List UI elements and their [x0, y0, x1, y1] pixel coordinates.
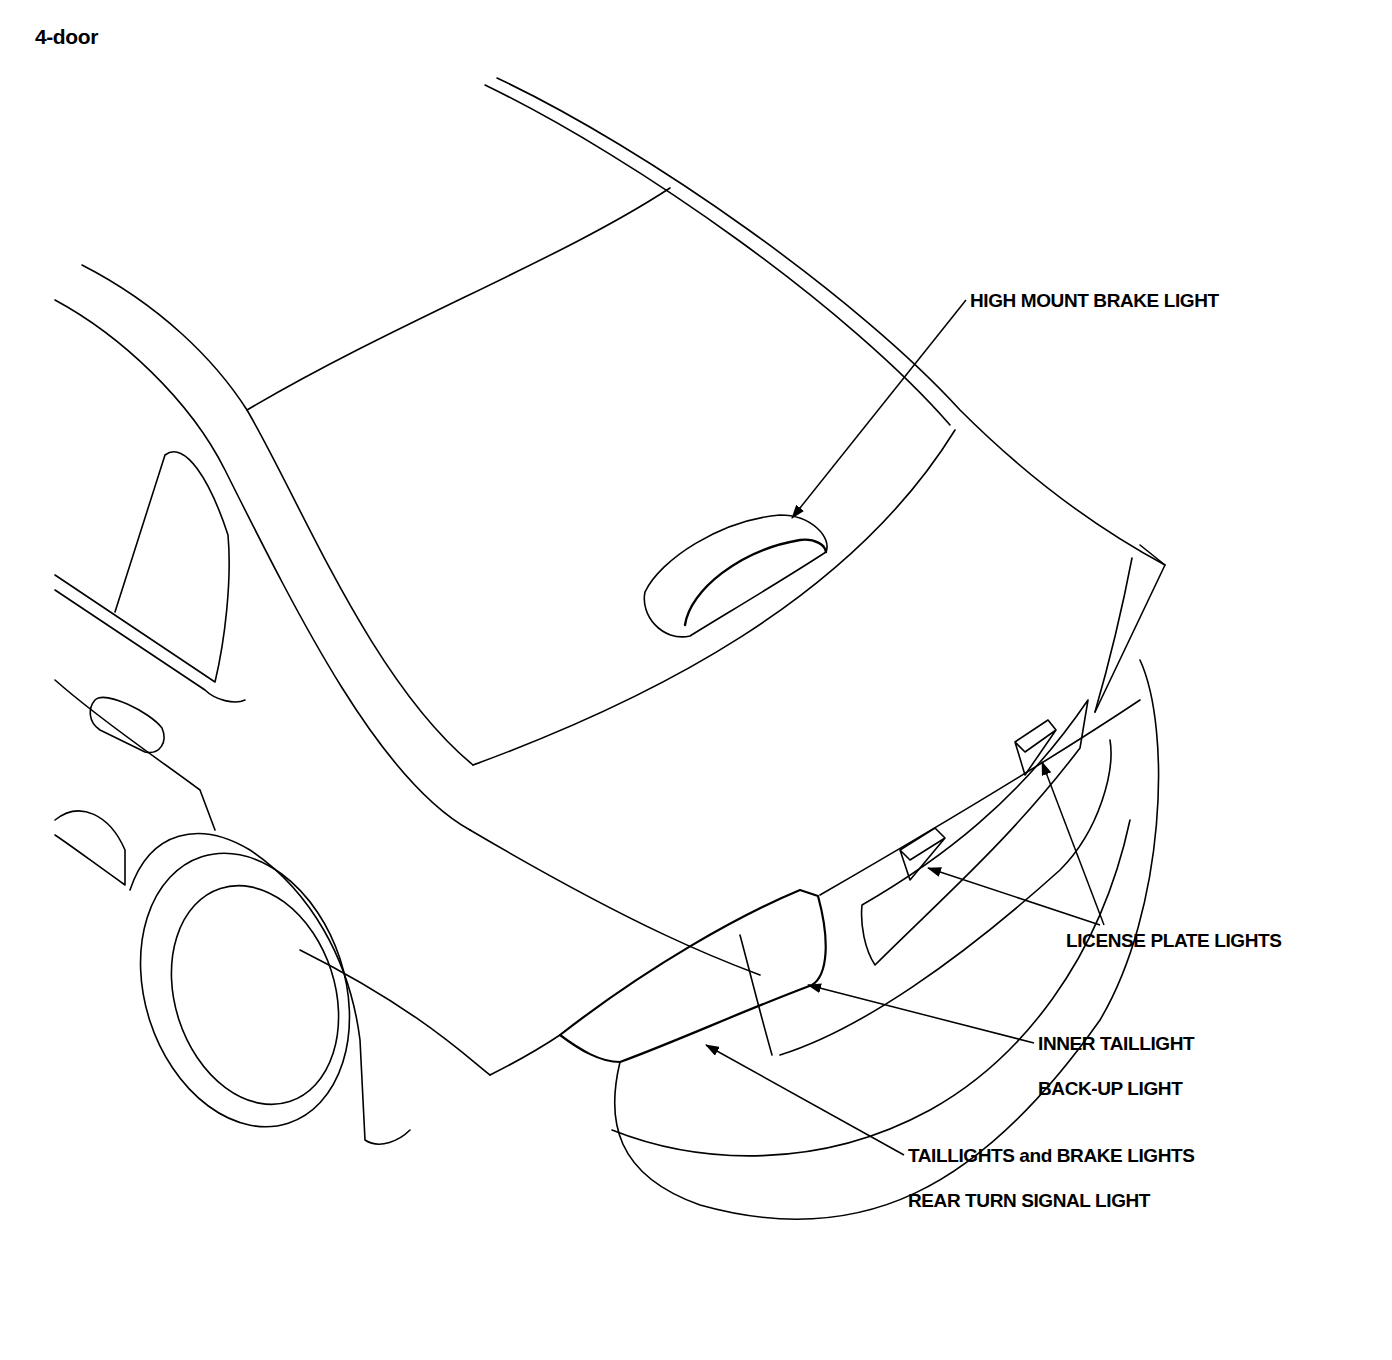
part-label: HIGH MOUNT BRAKE LIGHT [970, 290, 1219, 312]
car-body [55, 78, 1165, 1219]
part-label: BACK-UP LIGHT [1038, 1078, 1182, 1100]
diagram-title: 4-door [35, 25, 98, 49]
part-label: LICENSE PLATE LIGHTS [1066, 930, 1281, 952]
leader-lines [706, 300, 1104, 1155]
part-label: REAR TURN SIGNAL LIGHT [908, 1190, 1150, 1212]
part-label: TAILLIGHTS and BRAKE LIGHTS [908, 1145, 1195, 1167]
part-label: INNER TAILLIGHT [1038, 1033, 1194, 1055]
